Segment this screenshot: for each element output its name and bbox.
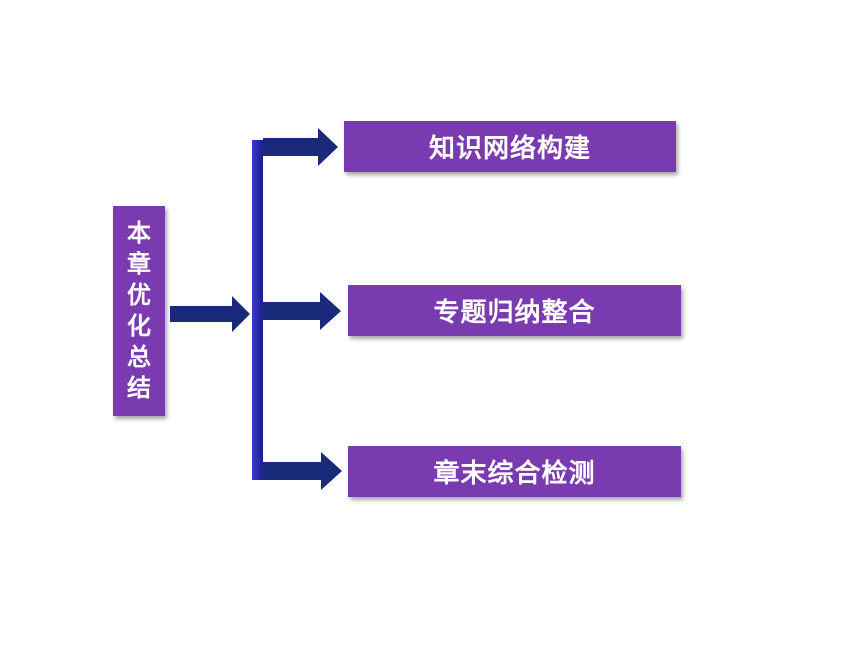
root-char: 本 (127, 219, 151, 247)
root-arrow (170, 296, 250, 332)
branch-label: 专题归纳整合 (433, 298, 596, 328)
root-node: 本 章 优 化 总 结 (113, 206, 165, 416)
root-char: 化 (127, 312, 151, 340)
branch-label: 知识网络构建 (428, 134, 591, 164)
branch-arrow-2 (263, 452, 342, 490)
root-char: 优 (127, 281, 151, 309)
root-char: 结 (127, 374, 151, 402)
branch-label: 章末综合检测 (433, 459, 596, 489)
branch-node-topic-summary[interactable]: 专题归纳整合 (348, 285, 681, 336)
root-char: 总 (127, 343, 151, 371)
branch-node-knowledge-network[interactable]: 知识网络构建 (344, 121, 676, 172)
branch-arrow-1 (263, 292, 341, 330)
bracket-bar (252, 140, 263, 480)
root-char: 章 (127, 250, 151, 278)
branch-node-chapter-test[interactable]: 章末综合检测 (348, 446, 681, 497)
branch-arrow-0 (263, 128, 338, 166)
